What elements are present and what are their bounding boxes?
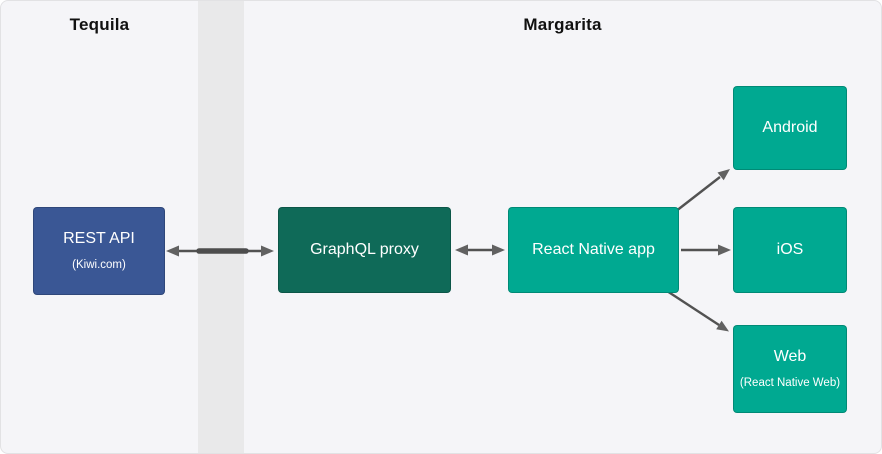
node-react-native-app: React Native app — [508, 207, 679, 293]
node-graphql-proxy: GraphQL proxy — [278, 207, 451, 293]
node-ios: iOS — [733, 207, 847, 293]
node-web: Web (React Native Web) — [733, 325, 847, 413]
section-title-tequila: Tequila — [69, 15, 130, 34]
node-graphql-proxy-label: GraphQL proxy — [310, 241, 419, 258]
node-android: Android — [733, 86, 847, 170]
edge-rnapp-web — [666, 289, 729, 332]
node-rest-api-label: REST API — [63, 230, 135, 247]
node-web-sublabel: (React Native Web) — [739, 377, 841, 389]
edge-rnapp-ios — [681, 244, 731, 256]
edge-restapi-graphql — [166, 245, 274, 257]
section-title-margarita: Margarita — [523, 15, 602, 34]
edge-rnapp-android — [670, 169, 730, 216]
node-rest-api: REST API (Kiwi.com) — [33, 207, 165, 295]
node-rest-api-sublabel: (Kiwi.com) — [72, 259, 126, 271]
node-react-native-app-label: React Native app — [532, 241, 655, 258]
node-ios-label: iOS — [776, 241, 804, 258]
node-android-label: Android — [762, 119, 818, 136]
section-divider-strip — [198, 1, 244, 453]
edge-graphql-rnapp — [455, 244, 505, 256]
node-web-label: Web — [773, 348, 807, 365]
